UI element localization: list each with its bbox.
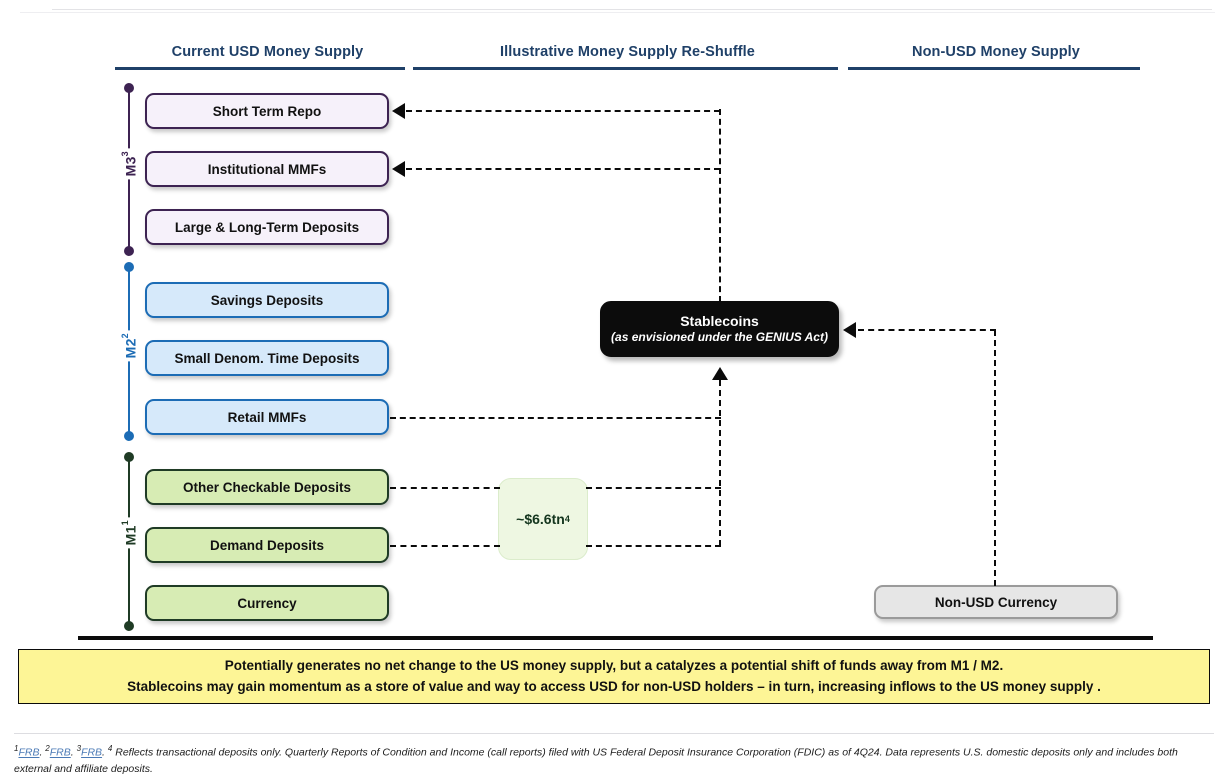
box-savings-deposits[interactable]: Savings Deposits: [145, 282, 389, 318]
footnotes: 1FRB. 2FRB. 3FRB. 4 Reflects transaction…: [14, 743, 1209, 777]
bracket-label-m2-footnote: 2: [120, 333, 130, 339]
top-divider: [52, 9, 1212, 10]
amount-chip-footnote: 4: [564, 514, 570, 524]
box-demand-deposits[interactable]: Demand Deposits: [145, 527, 389, 563]
box-small-denom-time-deposits-label: Small Denom. Time Deposits: [174, 350, 360, 366]
box-small-denom-time-deposits[interactable]: Small Denom. Time Deposits: [145, 340, 389, 376]
connector-non-usd-vertical: [994, 330, 996, 586]
bracket-dot-m1-bottom: [124, 621, 134, 631]
box-other-checkable-deposits[interactable]: Other Checkable Deposits: [145, 469, 389, 505]
footnote-sep-2: .: [70, 746, 77, 759]
box-large-long-term-deposits[interactable]: Large & Long-Term Deposits: [145, 209, 389, 245]
bracket-label-m1-footnote: 1: [120, 520, 130, 526]
box-currency[interactable]: Currency: [145, 585, 389, 621]
footnote-divider: [14, 733, 1214, 734]
connector-from-demand-deposits-left: [390, 545, 500, 547]
stablecoins-title: Stablecoins: [680, 312, 759, 329]
summary-callout-line-2: Stablecoins may gain momentum as a store…: [127, 679, 1101, 694]
connector-trunk-down-from-m1m2: [719, 380, 721, 546]
box-savings-deposits-label: Savings Deposits: [210, 292, 324, 308]
arrowhead-stablecoins-inflow: [712, 367, 728, 380]
footnote-sep-1: .: [39, 746, 46, 759]
bracket-label-m3-text: M3: [122, 156, 139, 177]
footnote-marker-3: 3: [76, 744, 82, 753]
arrowhead-institutional-mmfs: [392, 161, 405, 177]
footnote-link-frb-1[interactable]: FRB: [18, 746, 40, 759]
bracket-label-m3: M33: [120, 148, 139, 180]
box-retail-mmfs[interactable]: Retail MMFs: [145, 399, 389, 435]
column-rule-current-usd: [115, 67, 405, 70]
connector-non-usd-horizontal: [858, 329, 996, 331]
amount-chip-value: ~$6.6tn: [516, 511, 565, 527]
column-header-non-usd: Non-USD Money Supply: [912, 44, 1080, 60]
bracket-dot-m3-bottom: [124, 246, 134, 256]
box-demand-deposits-label: Demand Deposits: [209, 537, 325, 553]
box-institutional-mmfs-label: Institutional MMFs: [207, 161, 327, 177]
connector-to-short-term-repo: [406, 110, 720, 112]
connector-from-other-checkable-right: [586, 487, 721, 489]
box-stablecoins[interactable]: Stablecoins (as envisioned under the GEN…: [600, 301, 839, 357]
connector-from-demand-deposits-right: [586, 545, 721, 547]
box-currency-label: Currency: [237, 595, 297, 611]
top-divider-secondary: [20, 12, 1215, 13]
arrowhead-short-term-repo: [392, 103, 405, 119]
footnote-marker-1: 1: [14, 744, 19, 753]
bracket-dot-m2-bottom: [124, 431, 134, 441]
column-rule-non-usd: [848, 67, 1140, 70]
connector-to-institutional-mmfs: [406, 168, 720, 170]
column-header-current-usd: Current USD Money Supply: [171, 44, 364, 60]
footnote-text-4: Reflects transactional deposits only. Qu…: [14, 746, 1178, 775]
connector-trunk-up-to-m3: [719, 109, 721, 302]
box-retail-mmfs-label: Retail MMFs: [227, 409, 307, 425]
footnote-link-frb-2[interactable]: FRB: [49, 746, 71, 759]
box-institutional-mmfs[interactable]: Institutional MMFs: [145, 151, 389, 187]
column-header-reshuffle: Illustrative Money Supply Re-Shuffle: [500, 44, 755, 60]
bracket-label-m2-text: M2: [122, 338, 139, 359]
bracket-label-m1: M11: [120, 517, 139, 549]
footnote-marker-4: 4: [107, 744, 113, 753]
box-non-usd-currency[interactable]: Non-USD Currency: [874, 585, 1118, 619]
connector-from-retail-mmfs: [390, 417, 721, 419]
bracket-label-m2: M22: [120, 330, 139, 362]
footnote-marker-2: 2: [45, 744, 50, 753]
stablecoins-subtitle: (as envisioned under the GENIUS Act): [611, 330, 828, 345]
summary-callout-line-1: Potentially generates no net change to t…: [224, 658, 1004, 674]
box-other-checkable-deposits-label: Other Checkable Deposits: [182, 479, 352, 495]
bottom-divider: [78, 636, 1153, 640]
box-short-term-repo[interactable]: Short Term Repo: [145, 93, 389, 129]
summary-callout: Potentially generates no net change to t…: [18, 649, 1210, 704]
bracket-label-m1-text: M1: [122, 525, 139, 546]
box-non-usd-currency-label: Non-USD Currency: [934, 594, 1058, 610]
column-rule-reshuffle: [413, 67, 838, 70]
footnote-link-frb-3[interactable]: FRB: [81, 746, 103, 759]
box-short-term-repo-label: Short Term Repo: [212, 103, 322, 119]
arrowhead-stablecoins-from-non-usd: [843, 322, 856, 338]
footnote-sep-3: .: [102, 746, 108, 759]
box-large-long-term-deposits-label: Large & Long-Term Deposits: [174, 219, 360, 235]
connector-from-other-checkable-left: [390, 487, 500, 489]
bracket-label-m3-footnote: 3: [120, 151, 130, 157]
